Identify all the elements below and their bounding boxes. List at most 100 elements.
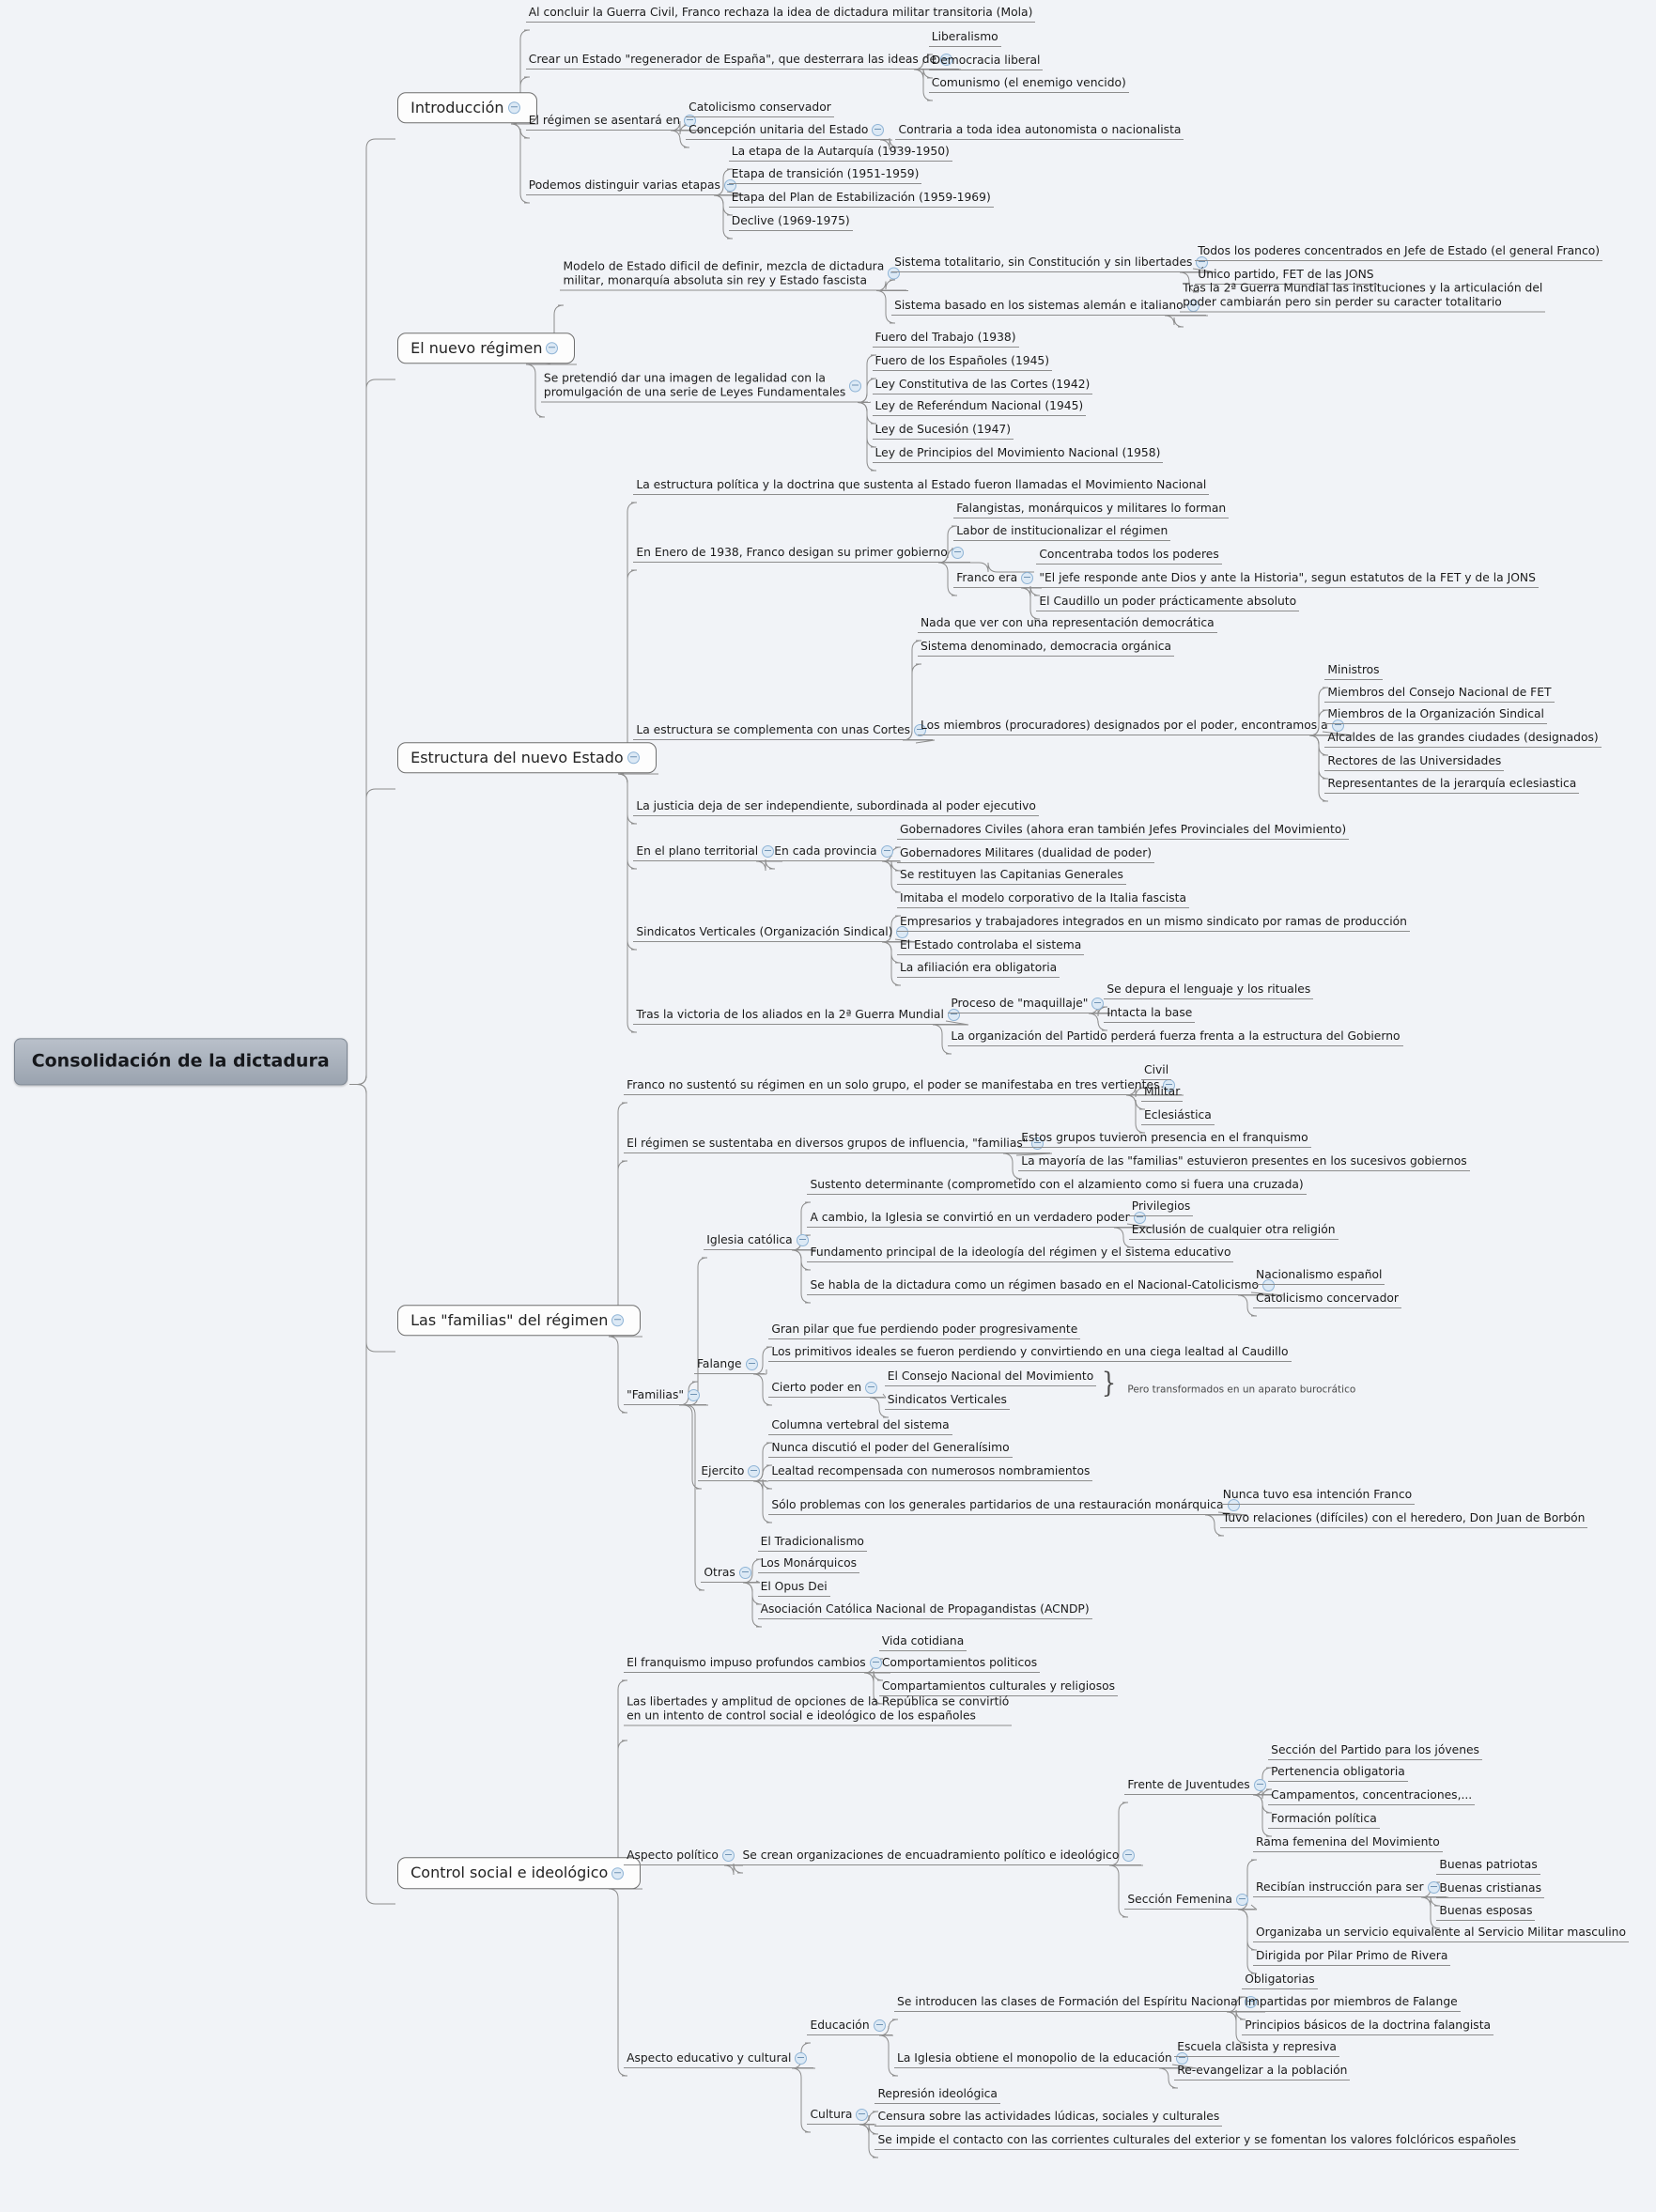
mindmap-node[interactable]: Principios básicos de la doctrina falang…: [1242, 2019, 1494, 2035]
collapse-toggle-icon[interactable]: [872, 123, 885, 136]
mindmap-node[interactable]: Podemos distinguir varias etapas: [525, 178, 743, 195]
mindmap-node[interactable]: Civil: [1141, 1063, 1172, 1080]
mindmap-node[interactable]: Sección del Partido para los jóvenes: [1268, 1743, 1482, 1760]
mindmap-node[interactable]: Obligatorias: [1242, 1972, 1318, 1990]
collapse-toggle-icon[interactable]: [745, 1358, 758, 1371]
collapse-toggle-icon[interactable]: [1021, 571, 1034, 584]
mindmap-node[interactable]: Al concluir la Guerra Civil, Franco rech…: [525, 6, 1036, 23]
mindmap-node[interactable]: Cultura: [807, 2108, 875, 2126]
mindmap-node[interactable]: Ministros: [1324, 663, 1383, 681]
mindmap-node[interactable]: Campamentos, concentraciones,...: [1268, 1788, 1476, 1806]
mindmap-node[interactable]: Aspecto político: [624, 1848, 741, 1865]
mindmap-node[interactable]: En el plano territorial: [633, 844, 782, 862]
mindmap-node[interactable]: La mayoría de las "familias" estuvieron …: [1018, 1154, 1470, 1171]
mindmap-node[interactable]: "El jefe responde ante Dios y ante la Hi…: [1036, 571, 1539, 588]
collapse-toggle-icon[interactable]: [1227, 1499, 1240, 1512]
collapse-toggle-icon[interactable]: [1196, 256, 1209, 270]
mindmap-node[interactable]: Asociación Católica Nacional de Propagan…: [757, 1602, 1092, 1619]
mindmap-node[interactable]: Militar: [1141, 1085, 1184, 1103]
collapse-toggle-icon[interactable]: [1091, 998, 1105, 1011]
mindmap-node[interactable]: La Iglesia obtiene el monopolio de la ed…: [894, 2051, 1195, 2069]
mindmap-node[interactable]: Democracia liberal: [928, 54, 1044, 71]
mindmap-node[interactable]: Vida cotidiana: [878, 1634, 967, 1651]
collapse-toggle-icon[interactable]: [947, 1008, 960, 1021]
mindmap-node[interactable]: Gobernadores Civiles (ahora eran también…: [896, 823, 1350, 840]
mindmap-node[interactable]: La organización del Partido perderá fuer…: [948, 1029, 1403, 1047]
mindmap-node[interactable]: Sección Femenina: [1124, 1893, 1255, 1910]
mindmap-node[interactable]: Sólo problemas con los generales partida…: [768, 1498, 1246, 1516]
mindmap-node[interactable]: Falange: [693, 1357, 765, 1375]
mindmap-node[interactable]: Estos grupos tuvieron presencia en el fr…: [1018, 1131, 1311, 1148]
mindmap-node[interactable]: Columna vertebral del sistema: [768, 1418, 952, 1435]
mindmap-node[interactable]: Escuela clasista y represiva: [1174, 2040, 1339, 2058]
mindmap-node[interactable]: Sistema denominado, democracia orgánica: [917, 640, 1175, 657]
collapse-toggle-icon[interactable]: [1122, 1848, 1136, 1862]
collapse-toggle-icon[interactable]: [880, 845, 893, 859]
mindmap-node[interactable]: Los miembros (procuradores) designados p…: [917, 719, 1351, 736]
collapse-toggle-icon[interactable]: [873, 2019, 886, 2032]
mindmap-node[interactable]: Lealtad recompensada con numerosos nombr…: [768, 1464, 1093, 1481]
collapse-toggle-icon[interactable]: [546, 342, 559, 355]
mindmap-node[interactable]: Los Monárquicos: [757, 1556, 860, 1574]
mindmap-node[interactable]: El régimen se asentará en: [525, 114, 704, 131]
mindmap-node[interactable]: Se depura el lenguaje y los rituales: [1104, 982, 1314, 1000]
collapse-toggle-icon[interactable]: [1331, 719, 1344, 733]
collapse-toggle-icon[interactable]: [1262, 1279, 1276, 1292]
mindmap-node[interactable]: Impartidas por miembros de Falange: [1242, 1995, 1461, 2012]
mindmap-node[interactable]: El Caudillo un poder prácticamente absol…: [1036, 595, 1300, 611]
mindmap-node[interactable]: El franquismo impuso profundos cambios: [624, 1656, 889, 1674]
mindmap-node[interactable]: Compartamientos culturales y religiosos: [878, 1679, 1119, 1697]
collapse-toggle-icon[interactable]: [1133, 1212, 1146, 1225]
mindmap-node[interactable]: Comportamientos politicos: [878, 1656, 1041, 1674]
mindmap-node[interactable]: Contraria a toda idea autonomista o naci…: [895, 123, 1184, 140]
mindmap-node[interactable]: Otras: [701, 1566, 758, 1584]
collapse-toggle-icon[interactable]: [865, 1382, 878, 1395]
mindmap-node[interactable]: Se crean organizaciones de encuadramient…: [739, 1848, 1142, 1865]
collapse-toggle-icon[interactable]: [1253, 1778, 1266, 1791]
mindmap-node[interactable]: Buenas esposas: [1436, 1904, 1536, 1921]
collapse-toggle-icon[interactable]: [1245, 1995, 1257, 2008]
mindmap-node[interactable]: Las libertades y amplitud de opciones de…: [624, 1694, 1013, 1726]
mindmap-node[interactable]: El Consejo Nacional del Movimiento: [884, 1369, 1097, 1387]
mindmap-node[interactable]: Educación: [807, 2019, 892, 2035]
mindmap-node[interactable]: El Estado controlaba el sistema: [896, 938, 1085, 956]
mindmap-node[interactable]: Intacta la base: [1104, 1006, 1196, 1024]
mindmap-node[interactable]: Tuvo relaciones (difíciles) con el hered…: [1219, 1511, 1588, 1528]
collapse-toggle-icon[interactable]: [1175, 2052, 1188, 2065]
collapse-toggle-icon[interactable]: [951, 547, 964, 560]
mindmap-node[interactable]: Miembros de la Organización Sindical: [1324, 707, 1547, 725]
mindmap-node[interactable]: Comunismo (el enemigo vencido): [928, 76, 1129, 93]
mindmap-node[interactable]: Tras la 2ª Guerra Mundial las institucio…: [1180, 282, 1546, 313]
mindmap-node[interactable]: Proceso de "maquillaje": [948, 997, 1111, 1014]
mindmap-node[interactable]: Recibían instrucción para ser: [1253, 1880, 1447, 1897]
mindmap-node[interactable]: Se impide el contacto con las corrientes…: [874, 2133, 1520, 2150]
mindmap-node[interactable]: Gobernadores Militares (dualidad de pode…: [896, 846, 1155, 863]
collapse-toggle-icon[interactable]: [1163, 1078, 1176, 1091]
mindmap-node[interactable]: El Tradicionalismo: [757, 1535, 867, 1552]
mindmap-node[interactable]: Introducción: [397, 92, 537, 124]
mindmap-node[interactable]: Único partido, FET de las JONS: [1195, 268, 1377, 286]
mindmap-node[interactable]: Represión ideológica: [874, 2087, 1000, 2105]
mindmap-node[interactable]: Sustento determinante (comprometido con …: [807, 1178, 1307, 1195]
mindmap-node[interactable]: Gran pilar que fue perdiendo poder progr…: [768, 1323, 1081, 1340]
collapse-toggle-icon[interactable]: [888, 267, 901, 280]
mindmap-node[interactable]: El nuevo régimen: [397, 333, 576, 364]
mindmap-node[interactable]: Sistema basado en los sistemas alemán e …: [891, 299, 1206, 316]
mindmap-node[interactable]: Liberalismo: [928, 30, 1001, 48]
mindmap-node[interactable]: Privilegios: [1128, 1199, 1194, 1217]
mindmap-node[interactable]: Frente de Juventudes: [1124, 1778, 1273, 1795]
collapse-toggle-icon[interactable]: [1427, 1880, 1440, 1894]
mindmap-node[interactable]: Imitaba el modelo corporativo de la Ital…: [896, 891, 1190, 909]
mindmap-node[interactable]: La estructura política y la doctrina que…: [633, 478, 1210, 496]
collapse-toggle-icon[interactable]: [611, 1866, 625, 1879]
collapse-toggle-icon[interactable]: [507, 101, 520, 115]
mindmap-node[interactable]: Nacionalismo español: [1253, 1268, 1385, 1285]
mindmap-node[interactable]: El régimen se sustentaba en diversos gru…: [624, 1137, 1051, 1153]
mindmap-node[interactable]: Fundamento principal de la ideología del…: [807, 1245, 1234, 1262]
mindmap-node[interactable]: Fuero de los Españoles (1945): [872, 354, 1053, 371]
mindmap-node[interactable]: Pero transformados en un aparato burocrá…: [1124, 1384, 1358, 1398]
collapse-toggle-icon[interactable]: [738, 1567, 751, 1580]
mindmap-node[interactable]: Sindicatos Verticales (Organización Sind…: [633, 925, 916, 942]
mindmap-node[interactable]: Dirigida por Pilar Primo de Rivera: [1253, 1949, 1451, 1967]
mindmap-node[interactable]: Crear un Estado "regenerador de España",…: [525, 53, 960, 70]
